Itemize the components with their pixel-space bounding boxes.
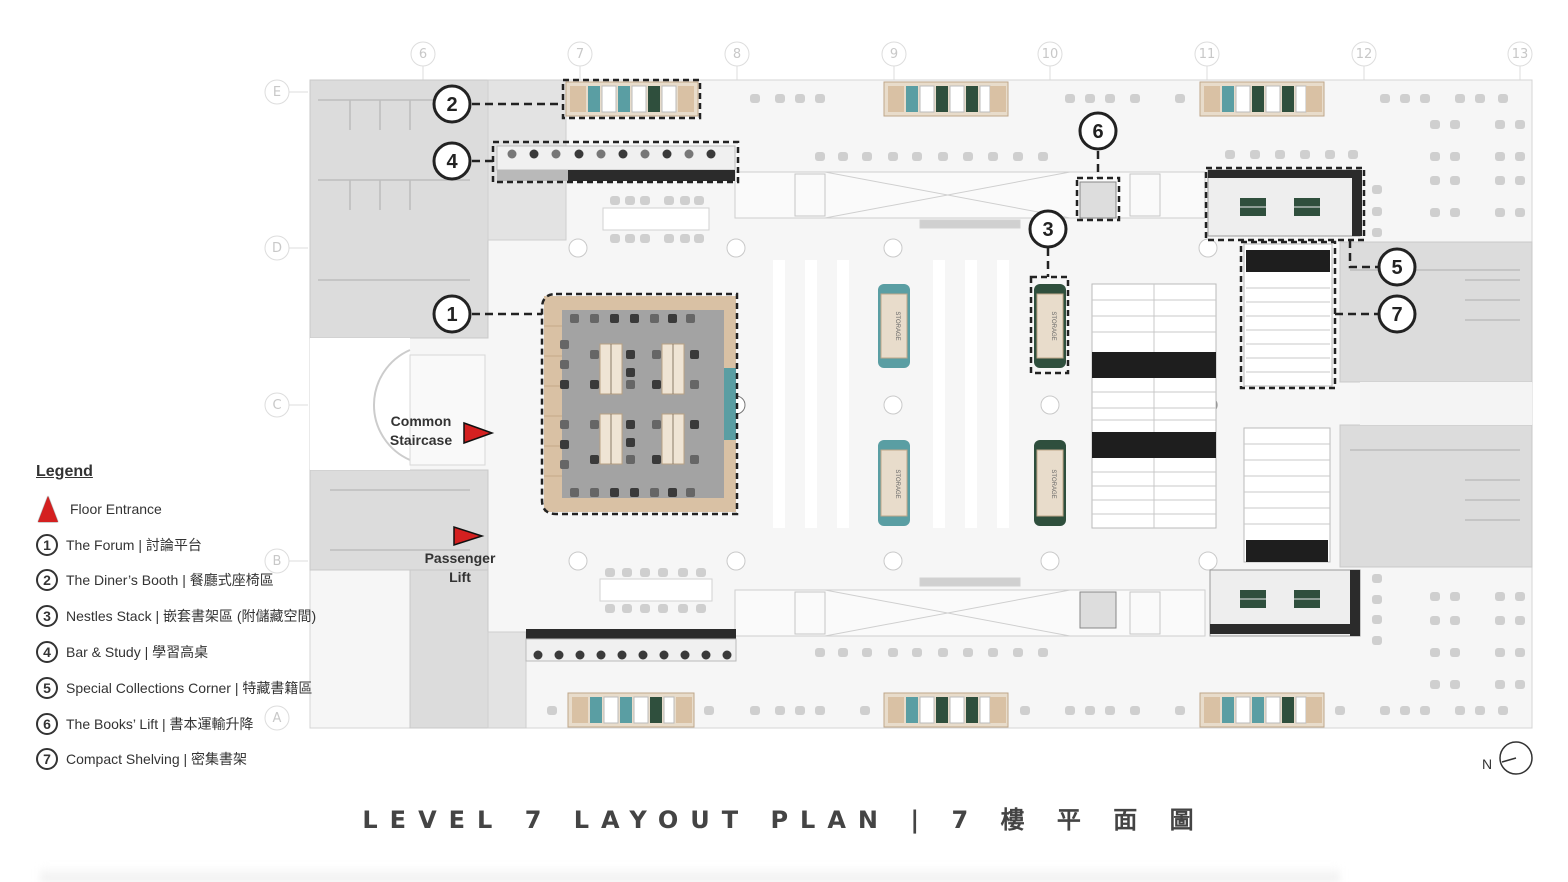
grid-col-8: 8 <box>733 47 741 62</box>
diners-booths <box>565 81 1325 728</box>
perimeter-seating <box>547 94 1525 715</box>
legend-item-label: Bar & Study | 學習高桌 <box>66 644 209 661</box>
compass-icon <box>1499 741 1533 775</box>
legend: Legend Floor Entrance 1 The Forum | 討論平台… <box>36 463 356 777</box>
grid-columns: 6 7 8 9 10 11 12 13 <box>410 41 1533 80</box>
callout-4: 4 <box>432 141 472 181</box>
callout-2-number: 2 <box>446 94 457 116</box>
callout-1: 1 <box>432 294 472 334</box>
grid-rows: E D C B A <box>264 79 308 731</box>
grid-row-C: C <box>272 398 281 413</box>
callout-6-number: 6 <box>1092 121 1103 143</box>
grid-row-D: D <box>272 241 282 256</box>
legend-badge: 4 <box>36 641 58 664</box>
common-staircase-label-2: Staircase <box>390 432 452 448</box>
callout-3-number: 3 <box>1042 219 1053 241</box>
legend-badge: 7 <box>36 748 58 771</box>
legend-item-label: Special Collections Corner | 特藏書籍區 <box>66 679 313 696</box>
highlight-special-collections <box>1204 166 1366 242</box>
grid-row-B: B <box>273 554 282 569</box>
the-forum <box>544 296 736 512</box>
grid-row-E: E <box>273 85 281 100</box>
grid-col-9: 9 <box>890 47 898 62</box>
book-shelving <box>1091 283 1331 563</box>
callout-2: 2 <box>432 84 472 124</box>
entrance-markers: Common Staircase Passenger Lift <box>390 413 496 585</box>
page-title: LEVEL 7 LAYOUT PLAN | 7 樓 平 面 圖 <box>362 806 1206 834</box>
highlight-forum <box>540 292 739 516</box>
passenger-lift-label-2: Lift <box>449 569 471 585</box>
callouts: 1 2 3 4 5 6 7 <box>432 84 1417 334</box>
legend-item-label: Floor Entrance <box>70 500 162 517</box>
study-tables <box>599 207 1021 602</box>
grid-col-13: 13 <box>1512 47 1529 62</box>
grid-col-6: 6 <box>419 47 427 62</box>
grid-col-7: 7 <box>576 47 584 62</box>
callout-1-number: 1 <box>446 304 457 326</box>
storage-label: STORAGE <box>894 469 900 498</box>
legend-item-5: 5 Special Collections Corner | 特藏書籍區 <box>36 670 356 706</box>
legend-item-label: Nestles Stack | 嵌套書架區 (附儲藏空間) <box>66 608 317 625</box>
highlight-nestles-stack <box>1029 275 1070 375</box>
legend-badge: 2 <box>36 569 58 592</box>
north-label: N <box>1482 756 1493 772</box>
legend-item-1: 1 The Forum | 討論平台 <box>36 527 356 563</box>
legend-item-4: 4 Bar & Study | 學習高桌 <box>36 634 356 670</box>
entrance-triangle-icon <box>38 495 58 522</box>
legend-badge: 5 <box>36 676 58 699</box>
nestles-stacks: STORAGE STORAGE STORAGE STORAGE <box>878 284 1066 526</box>
legend-item-2: 2 The Diner’s Booth | 餐廳式座椅區 <box>36 563 356 599</box>
compact-shelving <box>1243 243 1333 387</box>
callout-4-number: 4 <box>446 151 458 173</box>
leader-lines <box>472 102 1378 316</box>
legend-title: Legend <box>36 463 93 480</box>
highlight-diners-booth <box>561 78 702 120</box>
passenger-lift-label-1: Passenger <box>425 550 496 566</box>
legend-item-label: The Books’ Lift | 書本運輸升降 <box>66 715 254 732</box>
legend-item-label: Compact Shelving | 密集書架 <box>66 751 248 768</box>
legend-item-label: The Forum | 討論平台 <box>66 536 202 553</box>
storage-label: STORAGE <box>1050 469 1056 498</box>
storage-label: STORAGE <box>1050 311 1056 340</box>
books-lifts <box>1079 181 1117 629</box>
legend-item-7: 7 Compact Shelving | 密集書架 <box>36 742 356 778</box>
legend-item-3: 3 Nestles Stack | 嵌套書架區 (附儲藏空間) <box>36 598 356 634</box>
special-collections <box>1207 169 1362 637</box>
callout-7-number: 7 <box>1391 304 1402 326</box>
grid-col-10: 10 <box>1042 47 1059 62</box>
bar-and-study-counters <box>496 145 737 662</box>
grid-col-12: 12 <box>1356 47 1373 62</box>
callout-3: 3 <box>1028 209 1068 249</box>
legend-item-label: The Diner’s Booth | 餐廳式座椅區 <box>66 572 274 589</box>
callout-5-number: 5 <box>1391 257 1402 279</box>
grid-col-11: 11 <box>1199 47 1216 62</box>
staircase-entrance-icon <box>463 421 495 445</box>
grid-row-A: A <box>273 711 282 726</box>
callout-5: 5 <box>1377 247 1417 287</box>
legend-badge: 3 <box>36 605 58 628</box>
atrium-voids <box>734 171 1206 637</box>
lift-entrance-icon <box>453 525 485 547</box>
bottom-shadow <box>40 866 1340 882</box>
legend-item-6: 6 The Books’ Lift | 書本運輸升降 <box>36 706 356 742</box>
central-aisle-stripes <box>773 260 1009 528</box>
storage-label: STORAGE <box>894 311 900 340</box>
legend-badge: 6 <box>36 712 58 735</box>
legend-badge: 1 <box>36 533 58 556</box>
legend-item-floor-entrance: Floor Entrance <box>36 491 356 527</box>
callout-7: 7 <box>1377 294 1417 334</box>
common-staircase-label-1: Common <box>391 413 452 429</box>
callout-6: 6 <box>1078 111 1118 151</box>
